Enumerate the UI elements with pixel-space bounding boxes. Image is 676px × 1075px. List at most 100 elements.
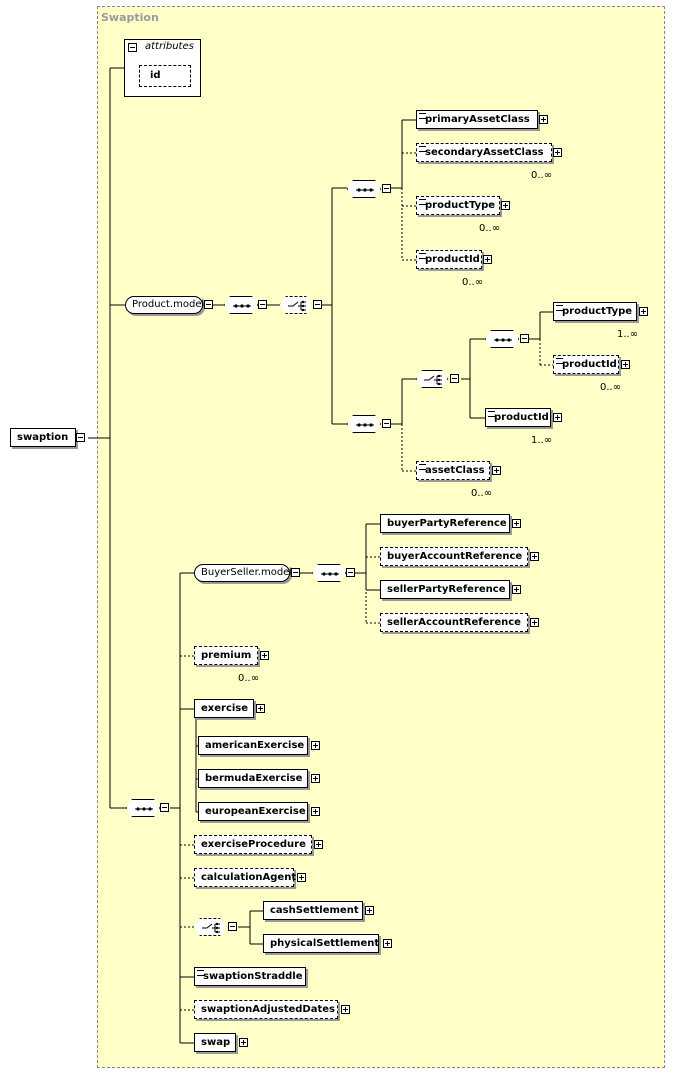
element-primaryAssetClass[interactable]: primaryAssetClass bbox=[416, 110, 538, 129]
root-element-swaption[interactable]: swaption bbox=[10, 428, 76, 447]
occurrence-label: 0..∞ bbox=[479, 223, 501, 234]
element-productId[interactable]: productId bbox=[416, 250, 482, 269]
occurrence-label: 0..∞ bbox=[462, 277, 484, 288]
element-buyerPartyReference[interactable]: buyerPartyReference bbox=[380, 514, 510, 533]
expand-toggle[interactable] bbox=[530, 618, 539, 627]
element-productType[interactable]: productType bbox=[553, 302, 637, 321]
expand-toggle[interactable] bbox=[314, 840, 323, 849]
element-label: productId bbox=[425, 254, 480, 265]
buyerseller-model-collapse-toggle[interactable] bbox=[291, 568, 300, 577]
element-label: productId bbox=[562, 359, 617, 370]
expand-toggle[interactable] bbox=[512, 585, 521, 594]
sequence-collapse-toggle[interactable] bbox=[160, 803, 169, 812]
element-label: productType bbox=[562, 306, 633, 317]
sequence-compositor bbox=[347, 415, 381, 433]
occurrence-label: 1..∞ bbox=[617, 329, 639, 340]
element-label: productId bbox=[494, 412, 549, 423]
element-physicalSettlement[interactable]: physicalSettlement bbox=[263, 934, 379, 953]
expand-toggle[interactable] bbox=[311, 774, 320, 783]
element-productId[interactable]: productId bbox=[485, 408, 551, 427]
element-label: cashSettlement bbox=[270, 905, 359, 916]
element-europeanExercise[interactable]: europeanExercise bbox=[198, 802, 308, 821]
element-sellerAccountReference[interactable]: sellerAccountReference bbox=[380, 613, 528, 632]
expand-toggle[interactable] bbox=[365, 906, 374, 915]
sequence-compositor bbox=[312, 564, 346, 582]
element-cashSettlement[interactable]: cashSettlement bbox=[263, 901, 363, 920]
root-element-label: swaption bbox=[17, 432, 69, 443]
expand-toggle[interactable] bbox=[621, 360, 630, 369]
element-label: exerciseProcedure bbox=[201, 839, 306, 850]
element-label: productType bbox=[425, 200, 496, 211]
sequence-collapse-toggle[interactable] bbox=[382, 419, 391, 428]
element-label: assetClass bbox=[425, 465, 485, 476]
sequence-collapse-toggle[interactable] bbox=[382, 184, 391, 193]
element-premium[interactable]: premium bbox=[194, 646, 258, 665]
element-productId[interactable]: productId bbox=[553, 355, 619, 374]
sequence-compositor bbox=[485, 330, 519, 348]
choice-compositor bbox=[280, 296, 312, 314]
element-label: swap bbox=[201, 1037, 231, 1048]
choice-compositor bbox=[194, 918, 226, 936]
expand-toggle[interactable] bbox=[639, 307, 648, 316]
occurrence-label: 1..∞ bbox=[531, 435, 553, 446]
expand-toggle[interactable] bbox=[341, 1005, 350, 1014]
element-assetClass[interactable]: assetClass bbox=[416, 461, 490, 480]
occurrence-label: 0..∞ bbox=[471, 488, 493, 499]
occurrence-label: 0..∞ bbox=[531, 170, 553, 181]
expand-toggle[interactable] bbox=[383, 939, 392, 948]
expand-toggle[interactable] bbox=[256, 704, 265, 713]
element-label: europeanExercise bbox=[205, 806, 306, 817]
expand-toggle[interactable] bbox=[539, 115, 548, 124]
element-label: calculationAgent bbox=[201, 872, 297, 883]
product-model-collapse-toggle[interactable] bbox=[204, 300, 213, 309]
element-exercise[interactable]: exercise bbox=[194, 699, 254, 718]
element-label: swaptionStraddle bbox=[203, 971, 303, 982]
element-label: sellerAccountReference bbox=[387, 617, 521, 628]
attribute-id[interactable]: id bbox=[139, 65, 191, 87]
expand-toggle[interactable] bbox=[311, 807, 320, 816]
expand-toggle[interactable] bbox=[530, 552, 539, 561]
sequence-compositor bbox=[126, 799, 160, 817]
expand-toggle[interactable] bbox=[239, 1038, 248, 1047]
element-label: exercise bbox=[201, 703, 249, 714]
panel-title: Swaption bbox=[101, 11, 159, 24]
element-label: premium bbox=[201, 650, 252, 661]
sequence-collapse-toggle[interactable] bbox=[258, 300, 267, 309]
element-swaptionStraddle[interactable]: swaptionStraddle bbox=[194, 967, 306, 986]
expand-toggle[interactable] bbox=[553, 413, 562, 422]
element-exerciseProcedure[interactable]: exerciseProcedure bbox=[194, 835, 312, 854]
group-product-model[interactable]: Product.model bbox=[125, 296, 204, 314]
expand-toggle[interactable] bbox=[297, 873, 306, 882]
element-secondaryAssetClass[interactable]: secondaryAssetClass bbox=[416, 143, 552, 162]
element-sellerPartyReference[interactable]: sellerPartyReference bbox=[380, 580, 510, 599]
element-americanExercise[interactable]: americanExercise bbox=[198, 736, 308, 755]
sequence-collapse-toggle[interactable] bbox=[520, 334, 529, 343]
choice-collapse-toggle[interactable] bbox=[228, 922, 237, 931]
element-swap[interactable]: swap bbox=[194, 1033, 236, 1052]
element-swaptionAdjustedDates[interactable]: swaptionAdjustedDates bbox=[194, 1000, 338, 1019]
element-label: bermudaExercise bbox=[205, 773, 303, 784]
element-label: americanExercise bbox=[205, 740, 305, 751]
expand-toggle[interactable] bbox=[260, 651, 269, 660]
group-buyerseller-model[interactable]: BuyerSeller.model bbox=[194, 564, 292, 582]
choice-collapse-toggle[interactable] bbox=[313, 300, 322, 309]
attributes-collapse-toggle[interactable] bbox=[128, 43, 137, 52]
occurrence-label: 0..∞ bbox=[238, 673, 260, 684]
choice-collapse-toggle[interactable] bbox=[450, 374, 459, 383]
expand-toggle[interactable] bbox=[501, 201, 510, 210]
root-collapse-toggle[interactable] bbox=[76, 433, 85, 442]
swaption-complex-type-panel bbox=[97, 6, 665, 1068]
expand-toggle[interactable] bbox=[492, 466, 501, 475]
element-productType[interactable]: productType bbox=[416, 196, 500, 215]
expand-toggle[interactable] bbox=[553, 148, 562, 157]
expand-toggle[interactable] bbox=[311, 741, 320, 750]
sequence-collapse-toggle[interactable] bbox=[346, 568, 355, 577]
element-bermudaExercise[interactable]: bermudaExercise bbox=[198, 769, 308, 788]
element-calculationAgent[interactable]: calculationAgent bbox=[194, 868, 297, 887]
element-label: buyerPartyReference bbox=[387, 518, 507, 529]
expand-toggle[interactable] bbox=[512, 519, 521, 528]
element-label: physicalSettlement bbox=[270, 938, 380, 949]
expand-toggle[interactable] bbox=[483, 255, 492, 264]
element-label: secondaryAssetClass bbox=[425, 147, 544, 158]
element-buyerAccountReference[interactable]: buyerAccountReference bbox=[380, 547, 528, 566]
